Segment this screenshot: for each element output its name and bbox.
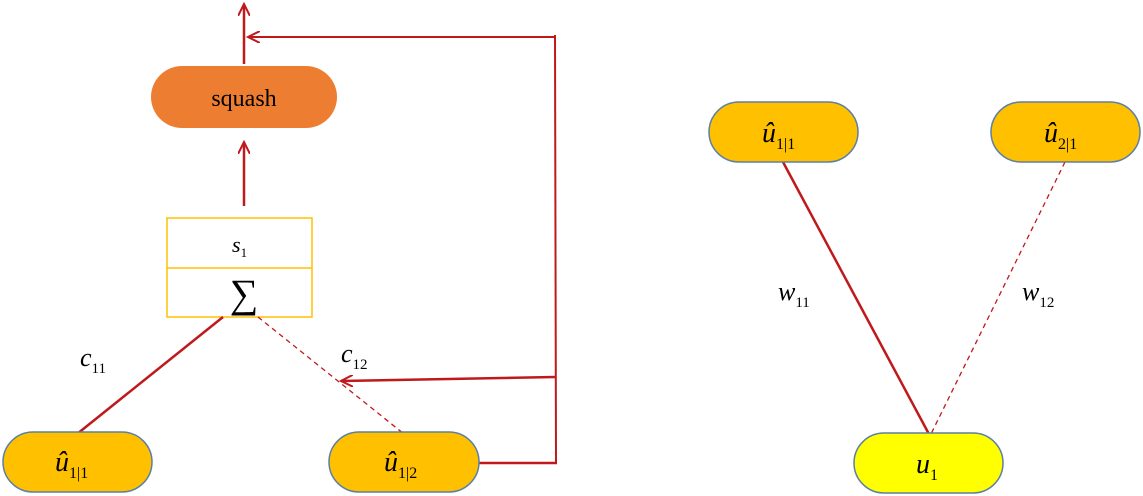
weight-w11-label: w11	[778, 277, 810, 311]
sum-symbol: ∑	[230, 271, 259, 316]
coefficient-c12-label: c12	[341, 339, 368, 373]
squash-label: squash	[211, 86, 276, 112]
sum-box-s1-label: s1	[232, 232, 247, 260]
weight-w12-label: w12	[1022, 277, 1054, 311]
connection-c12	[257, 316, 405, 435]
feedback-coefficient-arrow	[341, 377, 556, 381]
left-input-node-u12	[328, 431, 480, 493]
connection-w12	[929, 161, 1066, 437]
output-u1-label: u1	[916, 449, 938, 484]
right-input-u11-label: û1|1	[762, 118, 795, 153]
connection-c11	[76, 316, 224, 435]
left-diagram: squash s1 ∑ c11 c12 û1|1 û1|2	[2, 4, 557, 493]
output-node-u1	[853, 432, 1004, 494]
left-input-node-u11	[2, 431, 153, 493]
left-input-u12-label: û1|2	[384, 447, 417, 482]
squash-node	[151, 66, 337, 128]
right-input-node-u11	[708, 101, 859, 163]
left-input-u11-label: û1|1	[55, 447, 88, 482]
right-input-u21-label: û2|1	[1044, 118, 1077, 153]
right-input-node-u21	[990, 101, 1141, 163]
feedback-vertical	[554, 34, 557, 464]
connection-w11	[781, 161, 932, 437]
right-diagram: û1|1 û2|1 w11 w12 u1	[708, 101, 1141, 494]
coefficient-c11-label: c11	[80, 343, 106, 377]
